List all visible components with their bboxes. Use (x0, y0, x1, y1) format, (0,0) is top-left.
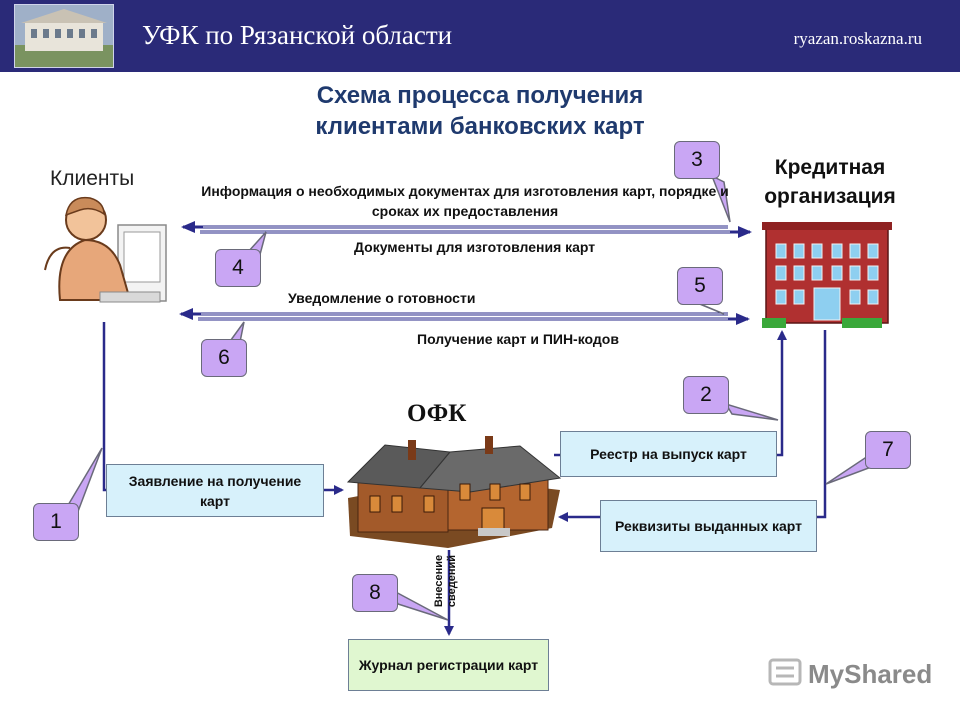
bank-label-line1: Кредитная (774, 156, 886, 179)
watermark-text: MyShared (808, 659, 933, 689)
step-7-badge: 7 (865, 431, 911, 469)
building-photo (14, 4, 114, 68)
slide-title-line1: Схема процесса получения (316, 82, 644, 109)
message-5-label: Уведомление о готовности (288, 290, 476, 306)
clients-label: Клиенты (50, 167, 135, 190)
header-bar: УФК по Рязанской области ryazan.roskazna… (0, 0, 960, 72)
entry-vertical-label: Внесение сведений (433, 554, 458, 608)
step-2-badge: 2 (683, 376, 729, 414)
watermark-icon (768, 658, 802, 686)
journal-box: Журнал регистрации карт (348, 639, 549, 691)
step-8-badge: 8 (352, 574, 398, 612)
slide-title-line2: клиентами банковских карт (315, 113, 645, 140)
header-title: УФК по Рязанской области (142, 20, 453, 50)
step-6-badge: 6 (201, 339, 247, 377)
watermark: MyShared (766, 655, 932, 695)
message-6-label: Получение карт и ПИН-кодов (417, 331, 619, 347)
application-box: Заявление на получение карт (106, 464, 324, 517)
bank-building (762, 222, 892, 328)
step-4-badge: 4 (215, 249, 261, 287)
step-5-badge: 5 (677, 267, 723, 305)
ofk-house (346, 436, 562, 548)
requisites-box: Реквизиты выданных карт (600, 500, 817, 552)
registry-box: Реестр на выпуск карт (560, 431, 777, 477)
message-4-label: Документы для изготовления карт (354, 239, 596, 255)
step-3-badge: 3 (674, 141, 720, 179)
bank-label: Кредитная организация (745, 153, 915, 211)
bank-label-line2: организация (764, 185, 896, 208)
step-1-badge: 1 (33, 503, 79, 541)
slide-title: Схема процесса получения клиентами банко… (230, 80, 730, 142)
header-site-url: ryazan.roskazna.ru (793, 29, 922, 48)
ofk-label: ОФК (407, 400, 467, 427)
client-figure (44, 196, 167, 303)
message-3-label: Информация о необходимых документах для … (201, 183, 729, 219)
